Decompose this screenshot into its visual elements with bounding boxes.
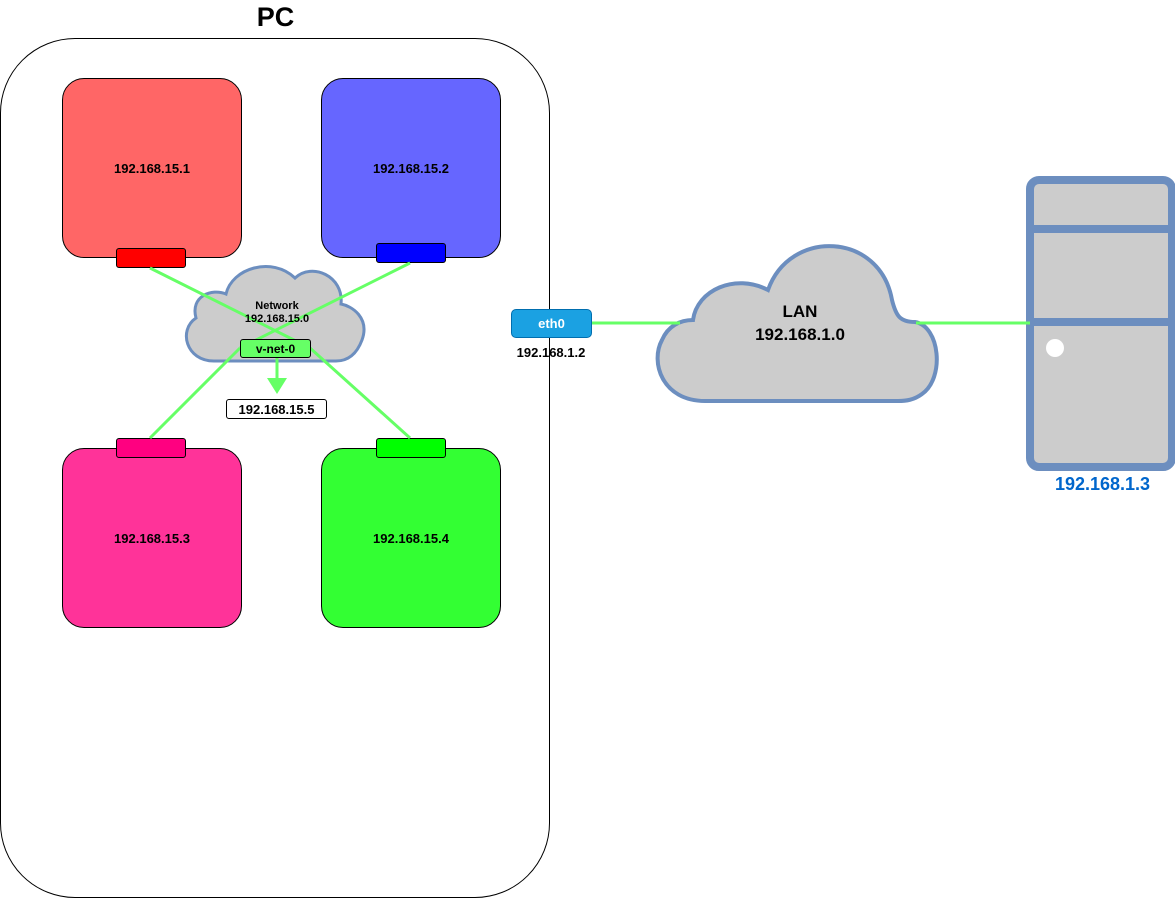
eth0-interface[interactable]: eth0 [511,309,592,338]
server-icon [1026,176,1175,471]
network-subnet: 192.168.15.0 [244,313,310,325]
lan-name: LAN [782,302,818,321]
vm-2-ip: 192.168.15.2 [373,160,449,176]
pc-title: PC [256,2,295,32]
arrow-head-icon [267,378,287,394]
vm-4[interactable]: 192.168.15.4 [321,448,501,628]
network-cloud-icon [184,265,366,363]
lan-subnet: 192.168.1.0 [755,325,845,344]
lan-label: LAN 192.168.1.0 [730,300,870,346]
bridge-v-net-0[interactable]: v-net-0 [240,339,311,358]
server-ip: 192.168.1.3 [1054,474,1151,494]
link-vm3-vnet [148,346,242,440]
vm-4-nic[interactable] [376,438,446,458]
eth0-ip: 192.168.1.2 [516,345,586,360]
server-power-led [1046,339,1064,357]
bridge-ip: 192.168.15.5 [226,399,327,419]
network-name: Network [255,300,299,312]
lan-cloud-icon [655,244,939,403]
vm-2-nic[interactable] [376,243,446,263]
network-label: Network 192.168.15.0 [222,300,332,326]
vm-3-ip: 192.168.15.3 [114,530,190,546]
vm-1-ip: 192.168.15.1 [114,160,190,176]
link-vm1-vnet [149,266,311,350]
vm-3[interactable]: 192.168.15.3 [62,448,242,628]
vm-2[interactable]: 192.168.15.2 [321,78,501,258]
link-vm2-vnet [239,261,411,350]
vm-4-ip: 192.168.15.4 [373,530,449,546]
link-vm4-vnet [308,346,412,440]
